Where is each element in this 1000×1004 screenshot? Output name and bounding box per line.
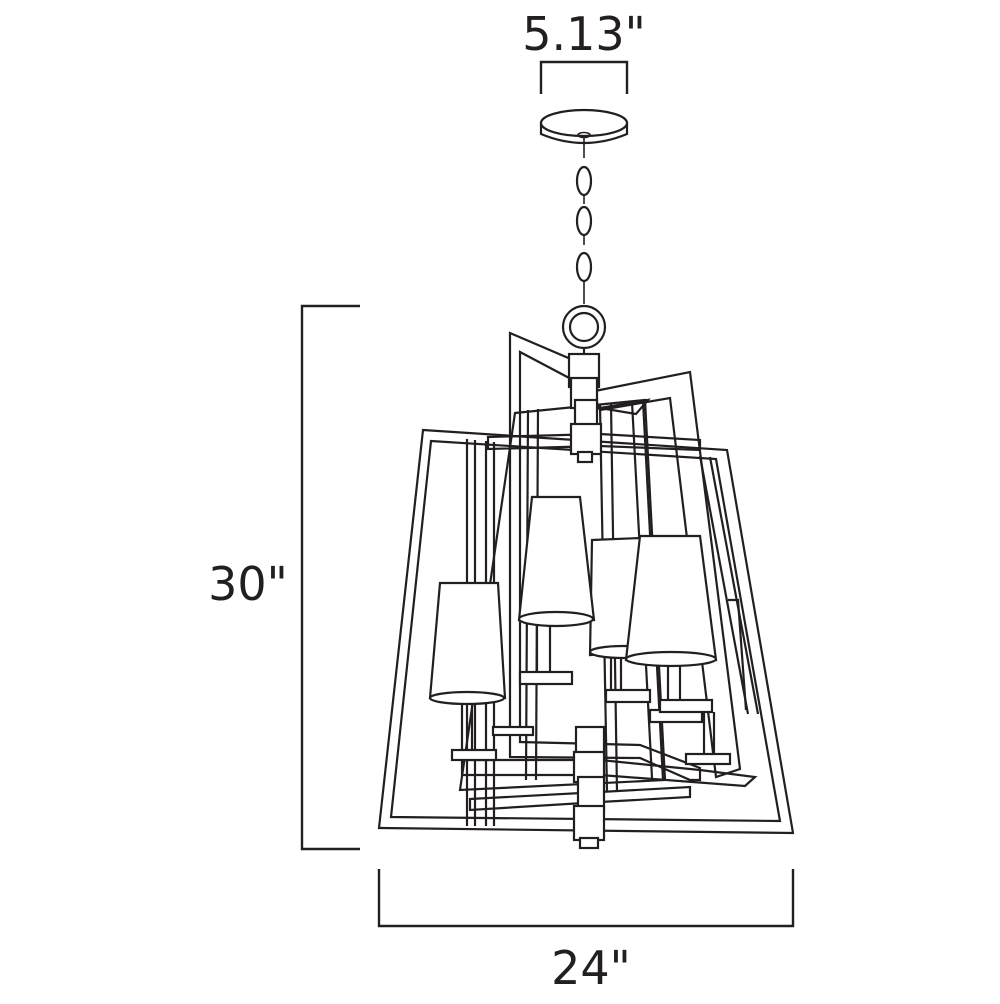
center-stem — [567, 352, 606, 850]
canopy-width-bracket — [539, 60, 629, 94]
candle-cups — [450, 622, 732, 766]
outer-cage — [377, 428, 795, 835]
width-label: 24" — [551, 941, 631, 995]
canopy-width-label: 5.13" — [522, 7, 646, 61]
shade-back-left — [517, 495, 596, 622]
height-dimension: 30" — [208, 304, 360, 851]
width-dimension: 24" — [377, 869, 795, 995]
hanging-ring — [561, 304, 607, 354]
canopy-width-dimension: 5.13" — [522, 7, 646, 94]
chain — [575, 137, 593, 304]
lamp-shades — [428, 495, 748, 711]
shade-front-right — [624, 534, 718, 662]
width-bracket — [377, 869, 795, 928]
height-label: 30" — [208, 557, 288, 611]
height-bracket — [300, 304, 360, 851]
shade-far-right — [728, 598, 748, 711]
shade-left — [428, 581, 507, 700]
ceiling-canopy — [539, 108, 629, 145]
